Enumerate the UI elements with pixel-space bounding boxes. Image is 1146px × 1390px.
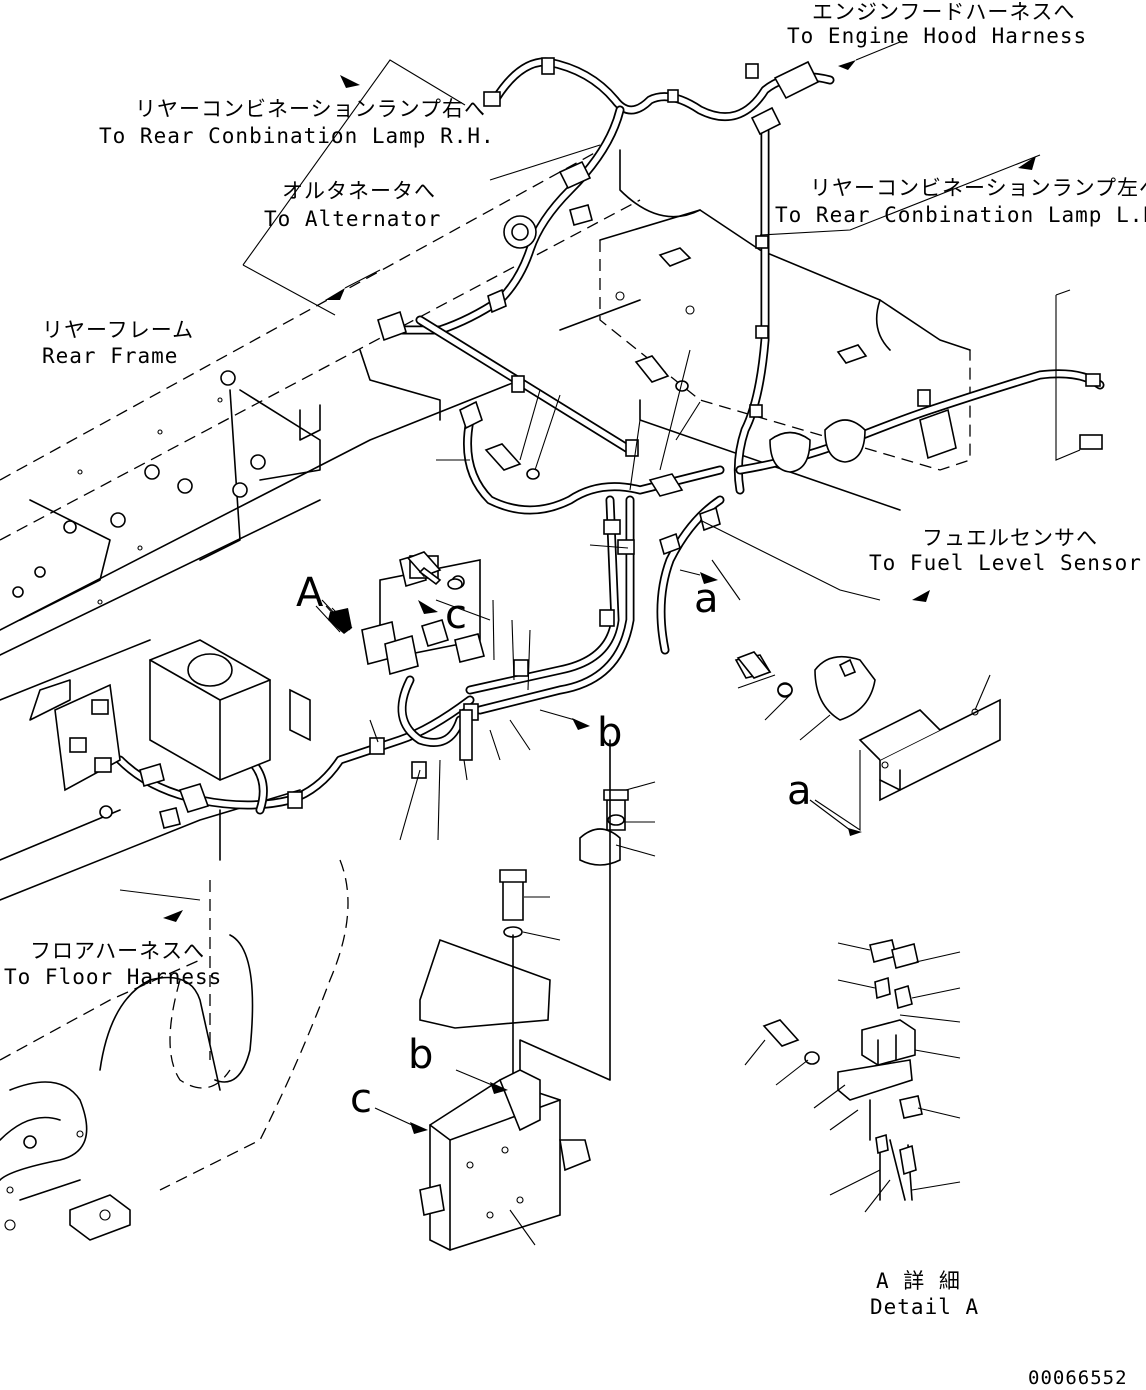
callout-a-lower: a (787, 768, 812, 814)
label-engine-hood-jp: エンジンフードハーネスへ (812, 0, 1075, 24)
callout-view-a: A (296, 570, 324, 616)
relay-bracket-main (54, 552, 485, 861)
callout-b-lower: b (408, 1032, 433, 1078)
label-rear-frame-jp: リヤーフレーム (42, 318, 194, 342)
callout-b-right: b (597, 710, 622, 756)
label-lamp-lh-en: To Rear Conbination Lamp L.H. (775, 203, 1146, 227)
detail-a-parts (762, 939, 923, 1201)
label-lamp-rh-jp: リヤーコンビネーションランプ右へ (135, 97, 486, 121)
label-lamp-lh-jp: リヤーコンビネーションランプ左へ (810, 176, 1146, 200)
label-fuel-sensor-en: To Fuel Level Sensor (869, 551, 1142, 575)
label-detail-en: Detail A (870, 1295, 979, 1319)
label-fuel-sensor-jp: フュエルセンサへ (922, 526, 1098, 550)
arrows (119, 41, 1036, 1134)
label-lamp-rh-en: To Rear Conbination Lamp R.H. (99, 124, 495, 148)
drawing-number: 00066552 (1028, 1367, 1128, 1385)
label-floor-en: To Floor Harness (4, 965, 222, 989)
text-labels: エンジンフードハーネスへ To Engine Hood Harness リヤーコ… (4, 0, 1146, 1389)
mounting-plate (419, 739, 611, 1251)
label-alternator-en: To Alternator (264, 207, 441, 231)
tank-bracket (559, 149, 971, 511)
rear-frame (0, 149, 641, 1061)
callout-c-lower: c (350, 1076, 372, 1122)
callout-a-upper: a (694, 576, 719, 622)
leader-lines (242, 59, 1081, 1246)
label-detail-jp: A 詳 細 (876, 1269, 961, 1293)
harness-connectors (178, 57, 1103, 813)
label-floor-jp: フロアハーネスへ (30, 939, 205, 963)
label-alternator-jp: オルタネータへ (282, 179, 436, 203)
callout-c-upper: c (445, 592, 467, 638)
view-arrow-a (315, 599, 353, 634)
sensor-bracket-right (734, 654, 1001, 802)
label-rear-frame-en: Rear Frame (42, 344, 178, 368)
label-engine-hood-en: To Engine Hood Harness (787, 24, 1087, 48)
frame-lower-left (0, 859, 349, 1241)
